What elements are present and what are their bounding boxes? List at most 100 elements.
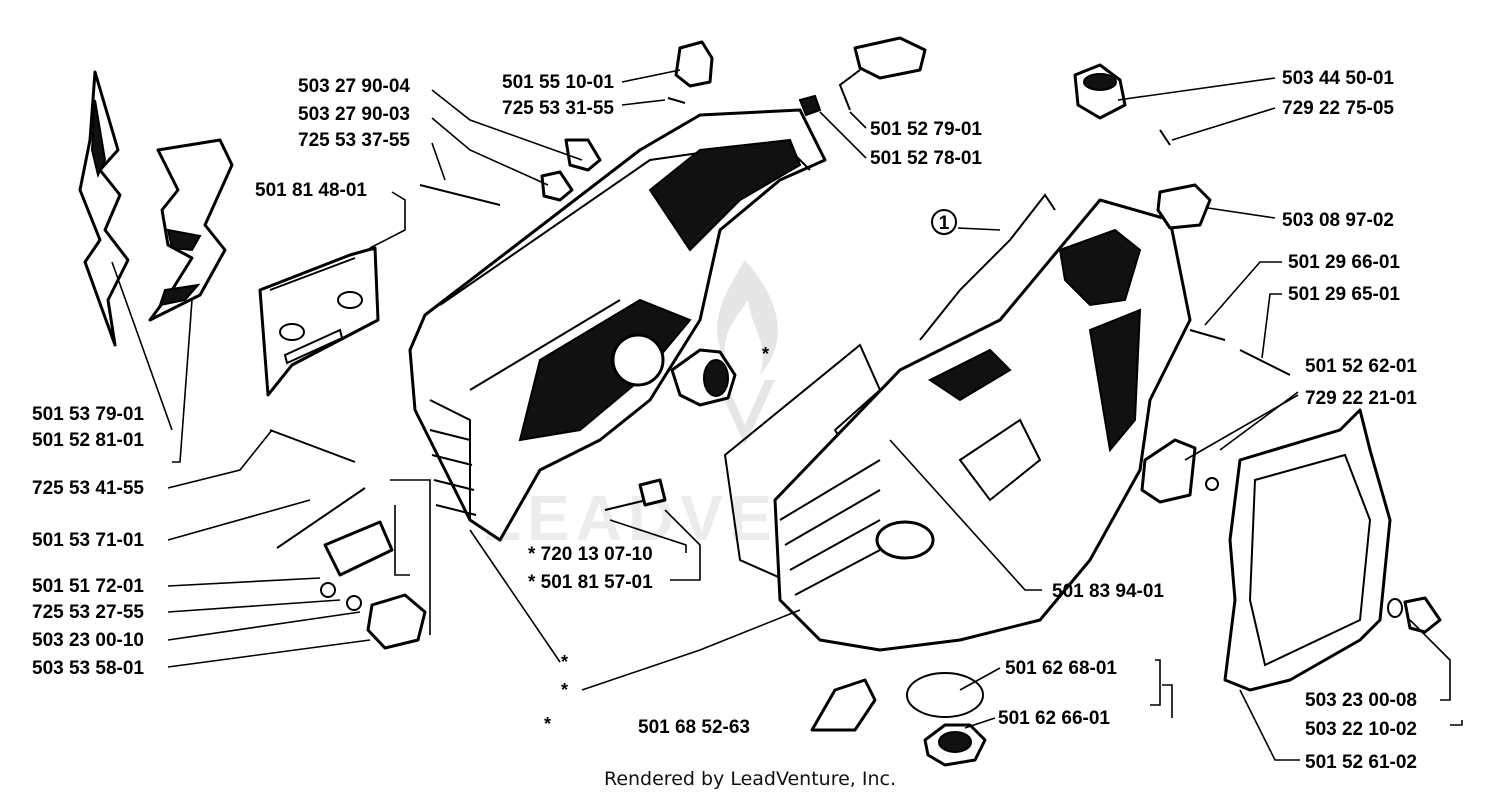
callout-1: 1: [931, 209, 957, 235]
label-501-53-79-01: 501 53 79-01: [32, 404, 144, 425]
leader-l10: [1171, 107, 1276, 141]
right-interior-1: [1088, 308, 1142, 453]
screw-right-top: [1159, 129, 1171, 146]
asterisk-1: *: [561, 652, 568, 672]
label-501-29-65-01: 501 29 65-01: [1288, 284, 1400, 305]
bracket-right: [1156, 183, 1212, 230]
callout-number: 1: [939, 213, 950, 234]
pad-right: [1140, 438, 1197, 504]
screw-right: [1205, 477, 1219, 491]
screw-top: [667, 97, 686, 104]
leader-l14: [1219, 391, 1299, 451]
crankcase-interior: [648, 138, 802, 252]
bracket-outline: [958, 418, 1042, 502]
credit-text: Rendered by LeadVenture, Inc.: [604, 768, 896, 790]
label-501-81-48-01: 501 81 48-01: [255, 180, 367, 201]
label-501-52-79-01: 501 52 79-01: [870, 119, 982, 140]
bar-plate: [258, 246, 380, 397]
leader-l27: [959, 667, 1001, 691]
clip-wire: [838, 69, 861, 111]
leader-l12: [1204, 261, 1282, 326]
grommet-small: [798, 94, 822, 117]
label-503-23-00-10: 503 23 00-10: [32, 630, 144, 651]
chain-guard-plate: [78, 70, 130, 347]
label-725-53-37-55: 725 53 37-55: [298, 130, 410, 151]
label-503-23-00-08: 503 23 00-08: [1305, 690, 1417, 711]
o-ring: [906, 672, 984, 718]
left-housing-group: [78, 36, 927, 650]
label-501-83-94-01: 501 83 94-01: [1052, 581, 1164, 602]
crankcase-side: [429, 399, 471, 520]
leader-l15: [1184, 394, 1299, 461]
leader-l9: [1117, 77, 1276, 101]
label-720-13-07-10: * 720 13 07-10: [528, 544, 653, 565]
bolt-long-1: [419, 184, 501, 206]
leader-callout-1: [957, 227, 1001, 231]
leader-l21: [167, 599, 341, 613]
grommet-2: [540, 170, 574, 202]
bolt-head-small: [638, 478, 667, 507]
catcher-shading-2: [158, 283, 201, 307]
label-501-52-62-01: 501 52 62-01: [1305, 356, 1417, 377]
right-housing-group: [723, 63, 1442, 767]
leader-l16: [111, 261, 173, 431]
leader-l22: [167, 611, 361, 641]
leader-bracket-caps: [1150, 659, 1173, 718]
leader-l3: [431, 142, 446, 181]
label-503-53-58-01: 503 53 58-01: [32, 658, 144, 679]
bar-plate-slot: [283, 328, 344, 365]
flame-logo-icon: [717, 260, 778, 375]
bar-plate-hole-2: [337, 291, 363, 309]
label-503-27-90-04: 503 27 90-04: [298, 76, 410, 97]
leader-l11: [1207, 207, 1276, 219]
leader-star-left: [469, 529, 561, 663]
fuel-opening: [875, 520, 935, 560]
label-729-22-75-05: 729 22 75-05: [1282, 98, 1394, 119]
bolt-long-3: [276, 487, 366, 549]
plate-small: [323, 520, 394, 577]
bar-plate-edge: [269, 257, 356, 291]
screw-lower: [320, 582, 336, 598]
leader-l6: [621, 99, 666, 106]
chain-catcher-plate: [148, 138, 234, 322]
grommet-1: [564, 138, 602, 172]
fuel-cap-inner: [938, 731, 972, 753]
right-fins: [779, 459, 881, 596]
guard-plate-shading: [90, 99, 107, 179]
leader-bracket-left: [390, 479, 431, 635]
leader-l31: [1450, 720, 1463, 726]
leader-l32: [1239, 689, 1300, 761]
leader-l5: [621, 69, 681, 83]
label-501-53-71-01: 501 53 71-01: [32, 530, 144, 551]
leader-l26: [889, 439, 1042, 591]
label-501-62-68-01: 501 62 68-01: [1005, 658, 1117, 679]
leader-l24: [609, 519, 687, 553]
right-interior-2: [928, 348, 1012, 402]
bolt-right: [1239, 349, 1291, 376]
label-729-22-21-01: 729 22 21-01: [1305, 388, 1417, 409]
label-501-68-52-63: 501 68 52-63: [638, 717, 750, 738]
leader-l8: [819, 111, 867, 159]
leader-l20: [167, 577, 321, 587]
leader-l23: [167, 639, 371, 668]
starter-cover: [1223, 408, 1392, 692]
part-labels: 503 27 90-04 503 27 90-03 725 53 37-55 5…: [32, 68, 1417, 773]
asterisk-3: *: [544, 714, 551, 734]
nut-right: [1403, 596, 1442, 634]
leader-l28: [964, 717, 996, 729]
label-501-52-78-01: 501 52 78-01: [870, 148, 982, 169]
leader-l25: [664, 509, 701, 581]
cap-top: [674, 40, 714, 88]
label-501-52-81-01: 501 52 81-01: [32, 430, 144, 451]
washer-right: [1387, 598, 1403, 618]
leader-l19: [167, 499, 311, 541]
leader-l30: [1409, 619, 1451, 701]
label-501-81-57-01: * 501 81 57-01: [528, 572, 653, 593]
leader-l13: [1261, 293, 1282, 359]
leader-lines: [111, 69, 1463, 761]
asterisk-bearing: *: [762, 344, 769, 364]
label-501-52-61-02: 501 52 61-02: [1305, 752, 1417, 773]
leader-star-right: [581, 609, 801, 691]
asterisk-2: *: [561, 680, 568, 700]
